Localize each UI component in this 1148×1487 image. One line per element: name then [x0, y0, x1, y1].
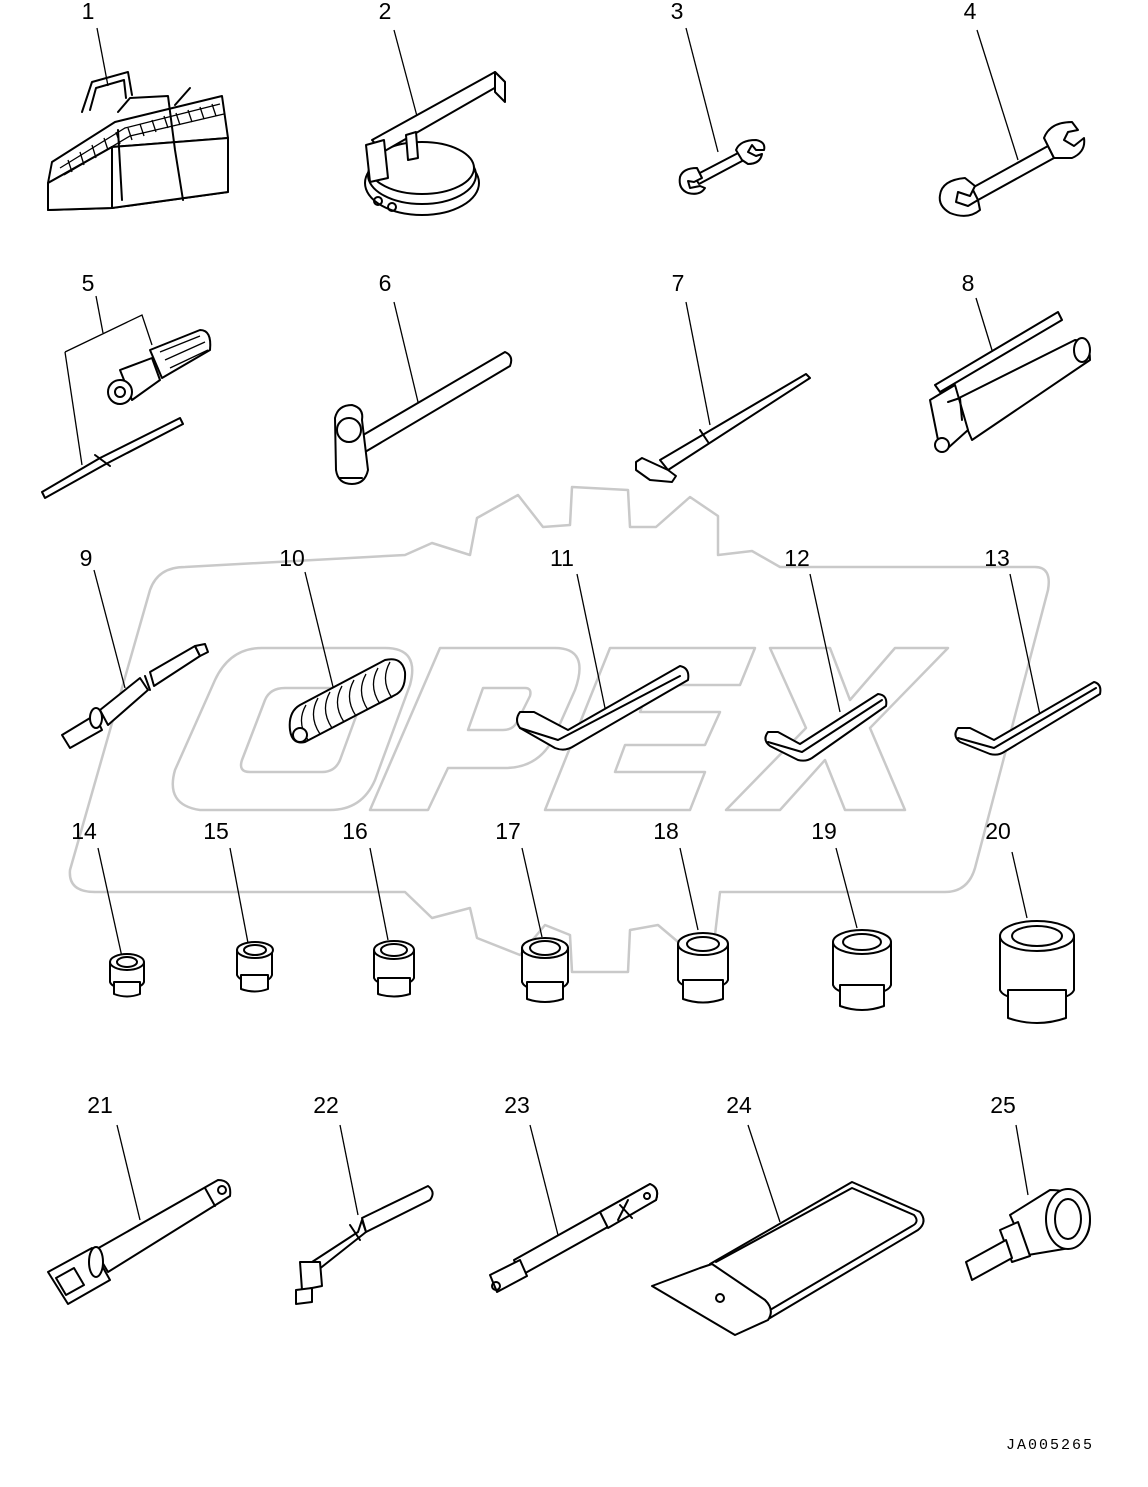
callout-number: 5: [81, 270, 95, 296]
grease-nozzle-icon: [61, 643, 209, 749]
callout-number: 6: [378, 270, 392, 296]
hex-key-medium-icon: [764, 693, 888, 762]
tool-pouch-icon: [651, 1181, 925, 1336]
hex-key-large-icon: [516, 665, 690, 751]
callout-number: 22: [313, 1092, 339, 1118]
callout-number: 20: [985, 818, 1011, 844]
callout-number: 15: [203, 818, 229, 844]
sockets-row: [109, 920, 1075, 1024]
grease-gun-icon: [929, 311, 1091, 453]
callout-number: 3: [670, 0, 684, 24]
callout-number: 4: [963, 0, 977, 24]
grease-hose-icon: [288, 658, 407, 744]
pry-bar-icon: [635, 373, 811, 483]
callout-number: 24: [726, 1092, 752, 1118]
callout-number: 17: [495, 818, 521, 844]
l-handle-icon: [295, 1185, 434, 1305]
extension-bar-icon: [47, 1179, 232, 1305]
drawing-code: JA005265: [1006, 1437, 1095, 1454]
socket-icon: [999, 920, 1075, 1024]
watermark-gear-outline: [68, 485, 1050, 974]
socket-icon: [109, 953, 145, 998]
callout-number: 19: [811, 818, 837, 844]
small-open-end-wrench-icon: [678, 139, 766, 195]
callout-number: 1: [81, 0, 95, 24]
screwdriver-set-icon: [41, 314, 212, 499]
socket-icon: [677, 932, 729, 1004]
open-end-wrench-icon: [938, 121, 1086, 217]
callout-number: 23: [504, 1092, 530, 1118]
hex-key-small-icon: [954, 681, 1102, 756]
callout-number: 18: [653, 818, 679, 844]
callout-number: 9: [79, 545, 93, 571]
callout-number: 25: [990, 1092, 1016, 1118]
callout-number: 8: [961, 270, 975, 296]
socket-icon: [521, 937, 569, 1003]
callout-number: 14: [71, 818, 97, 844]
callout-number: 11: [550, 545, 574, 571]
hex-bit-socket-icon: [965, 1188, 1091, 1281]
filter-band-wrench-icon: [364, 71, 506, 216]
watermark-letter-x: [724, 646, 950, 812]
callout-number: 21: [87, 1092, 113, 1118]
callout-number: 12: [784, 545, 810, 571]
callout-number: 16: [342, 818, 368, 844]
callout-number: 10: [279, 545, 305, 571]
socket-icon: [832, 929, 892, 1011]
tool-bag-icon: [47, 71, 229, 211]
callout-number: 7: [671, 270, 685, 296]
callout-number: 2: [378, 0, 392, 24]
ratchet-handle-icon: [489, 1183, 659, 1293]
hammer-icon: [334, 351, 513, 485]
callout-number: 13: [984, 545, 1010, 571]
socket-icon: [373, 940, 415, 998]
watermark-letter-e: [543, 646, 757, 812]
leader-lines: [93, 27, 1041, 1236]
socket-icon: [236, 941, 274, 993]
